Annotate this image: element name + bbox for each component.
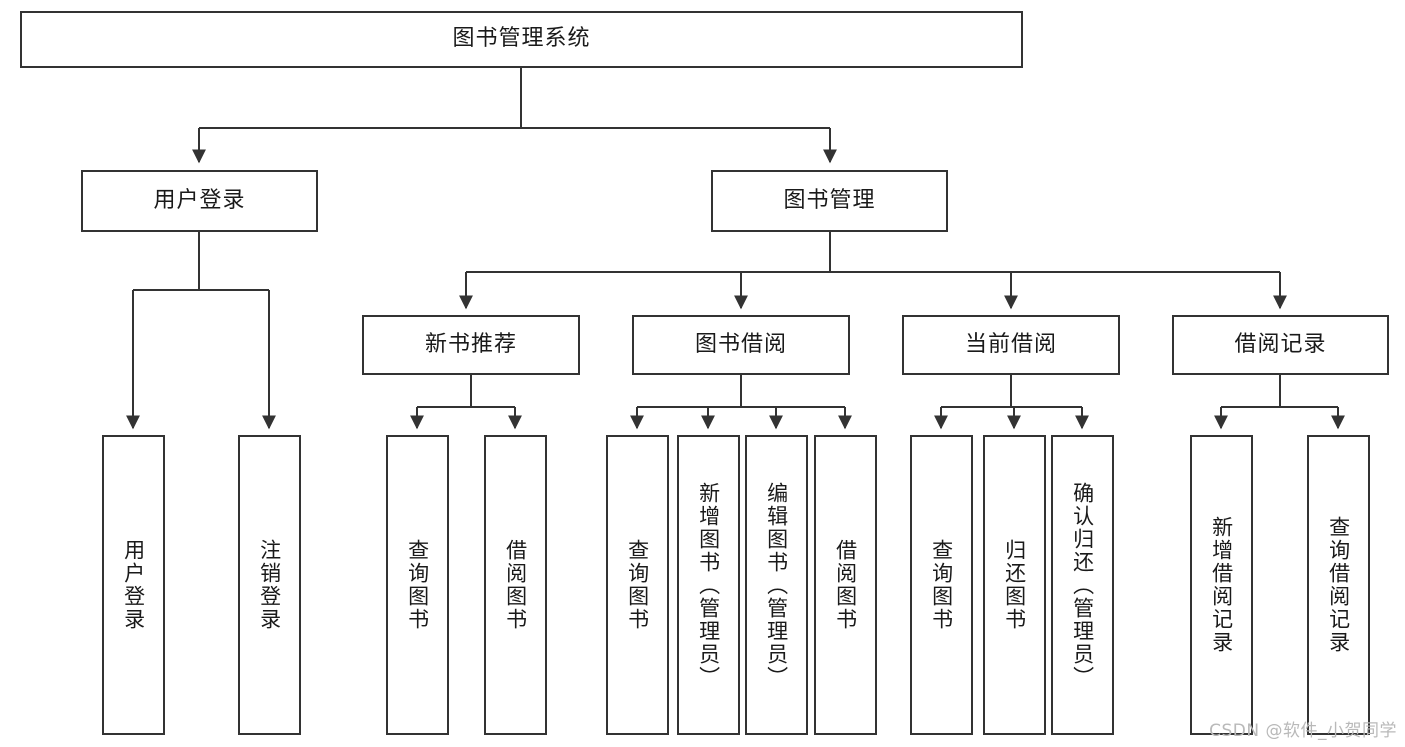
leaf-return-book-label: 归还图书 (1002, 539, 1027, 631)
leaf-logout[interactable]: 注销登录 (238, 435, 301, 735)
leaf-query-book-current[interactable]: 查询图书 (910, 435, 973, 735)
leaf-add-borrow-record[interactable]: 新增借阅记录 (1190, 435, 1253, 735)
node-borrow-records[interactable]: 借阅记录 (1172, 315, 1389, 375)
node-book-borrow-label: 图书借阅 (694, 331, 787, 357)
leaf-borrow-book-recommend[interactable]: 借阅图书 (484, 435, 547, 735)
csdn-watermark: CSDN @软件_小贺同学 (1209, 721, 1397, 741)
node-book-management-label: 图书管理 (783, 187, 876, 213)
node-root[interactable]: 图书管理系统 (20, 11, 1023, 68)
leaf-logout-label: 注销登录 (257, 539, 282, 631)
leaf-query-book-borrow[interactable]: 查询图书 (606, 435, 669, 735)
leaf-lend-book-label: 借阅图书 (833, 539, 858, 631)
node-borrow-records-label: 借阅记录 (1234, 331, 1327, 357)
node-book-management[interactable]: 图书管理 (711, 170, 948, 232)
leaf-add-book-admin-label: 新增图书（管理员） (696, 481, 721, 689)
leaf-confirm-return-admin[interactable]: 确认归还（管理员） (1051, 435, 1114, 735)
leaf-confirm-return-admin-label: 确认归还（管理员） (1070, 481, 1095, 689)
leaf-user-login[interactable]: 用户登录 (102, 435, 165, 735)
node-current-borrow-label: 当前借阅 (964, 331, 1057, 357)
leaf-return-book[interactable]: 归还图书 (983, 435, 1046, 735)
leaf-add-book-admin[interactable]: 新增图书（管理员） (677, 435, 740, 735)
leaf-edit-book-admin[interactable]: 编辑图书（管理员） (745, 435, 808, 735)
node-root-label: 图书管理系统 (452, 26, 591, 52)
node-user-login[interactable]: 用户登录 (81, 170, 318, 232)
leaf-query-book-recommend-label: 查询图书 (405, 539, 430, 631)
node-new-book-recommend[interactable]: 新书推荐 (362, 315, 580, 375)
leaf-query-book-borrow-label: 查询图书 (625, 539, 650, 631)
node-new-book-recommend-label: 新书推荐 (424, 331, 517, 357)
leaf-lend-book[interactable]: 借阅图书 (814, 435, 877, 735)
leaf-add-borrow-record-label: 新增借阅记录 (1209, 516, 1234, 654)
node-current-borrow[interactable]: 当前借阅 (902, 315, 1120, 375)
leaf-query-borrow-record-label: 查询借阅记录 (1326, 516, 1351, 654)
leaf-query-book-recommend[interactable]: 查询图书 (386, 435, 449, 735)
leaf-query-borrow-record[interactable]: 查询借阅记录 (1307, 435, 1370, 735)
leaf-edit-book-admin-label: 编辑图书（管理员） (764, 481, 789, 689)
node-user-login-label: 用户登录 (153, 187, 246, 213)
leaf-query-book-current-label: 查询图书 (929, 539, 954, 631)
leaf-borrow-book-recommend-label: 借阅图书 (503, 539, 528, 631)
node-book-borrow[interactable]: 图书借阅 (632, 315, 850, 375)
leaf-user-login-label: 用户登录 (121, 539, 146, 631)
